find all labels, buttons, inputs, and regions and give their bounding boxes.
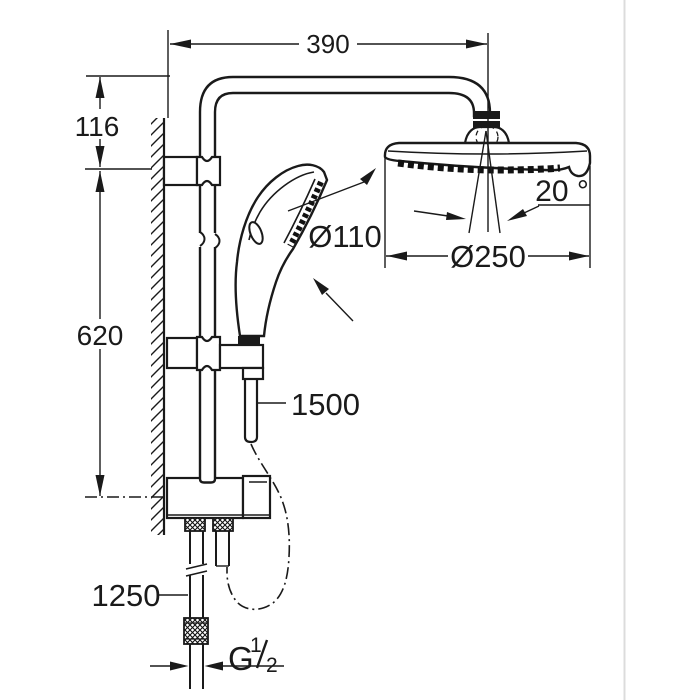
dim-116-label: 116 [75, 111, 120, 142]
hand-shower-button [248, 221, 264, 245]
hose-loop [226, 443, 291, 611]
bottom-bracket [165, 474, 272, 520]
holder-step [241, 366, 265, 381]
slider-bracket-block [165, 336, 199, 370]
dim-leader-110 [325, 292, 354, 322]
thread-denominator: 2 [266, 654, 278, 677]
hand-shower-holder [218, 343, 265, 370]
hand-shower-face-line [283, 178, 316, 244]
thread-g-label: G [228, 640, 254, 677]
shower-hose [243, 379, 259, 444]
hand-shower-nozzle-band [287, 180, 324, 248]
knurled-nut [212, 517, 234, 532]
supply-hose [189, 531, 204, 689]
hose-1500-label: 1500 [291, 387, 360, 422]
dim-head-shower-diameter-label: Ø250 [450, 239, 526, 274]
dim-leader-110 [287, 181, 365, 212]
dimension-arrows [95, 39, 589, 671]
head-shower-rim-line [387, 150, 588, 155]
angle-ray [468, 130, 487, 234]
top-bracket [162, 155, 199, 187]
head-shower-nozzle-band [397, 159, 561, 174]
wall-hatch [151, 118, 166, 535]
hand-shower [234, 163, 329, 345]
angle-leader [523, 205, 540, 214]
hand-shower-inlet-ring [238, 336, 260, 345]
angle-ray [485, 130, 501, 234]
knurled-nut-large [183, 617, 209, 645]
rail-break-line [199, 231, 206, 247]
hose-1250-label: 1250 [92, 578, 161, 613]
label-backings [68, 32, 528, 349]
ball-joint-dashed [475, 125, 499, 149]
thread-slash [255, 639, 269, 669]
dim-620-label: 620 [77, 320, 124, 351]
thread-numerator: 1 [250, 634, 262, 657]
arm-nut-band [473, 111, 500, 119]
hose-break-lines [185, 563, 208, 577]
dim-390-label: 390 [306, 29, 349, 59]
slider-sleeve [195, 335, 222, 372]
rail-break-line [214, 233, 221, 249]
shower-rail-and-arm [198, 75, 492, 484]
slider-bracket [195, 335, 265, 381]
top-bracket-sleeve [195, 155, 222, 187]
knurled-nut [184, 517, 206, 532]
angle-leader [413, 210, 449, 217]
supply-connections [183, 517, 234, 689]
arm-nut-band [473, 121, 500, 129]
hose-outlet-stub [215, 531, 230, 567]
angle-label: 20 ° [535, 175, 589, 208]
dim-hand-shower-diameter-label: Ø110 [308, 219, 382, 254]
